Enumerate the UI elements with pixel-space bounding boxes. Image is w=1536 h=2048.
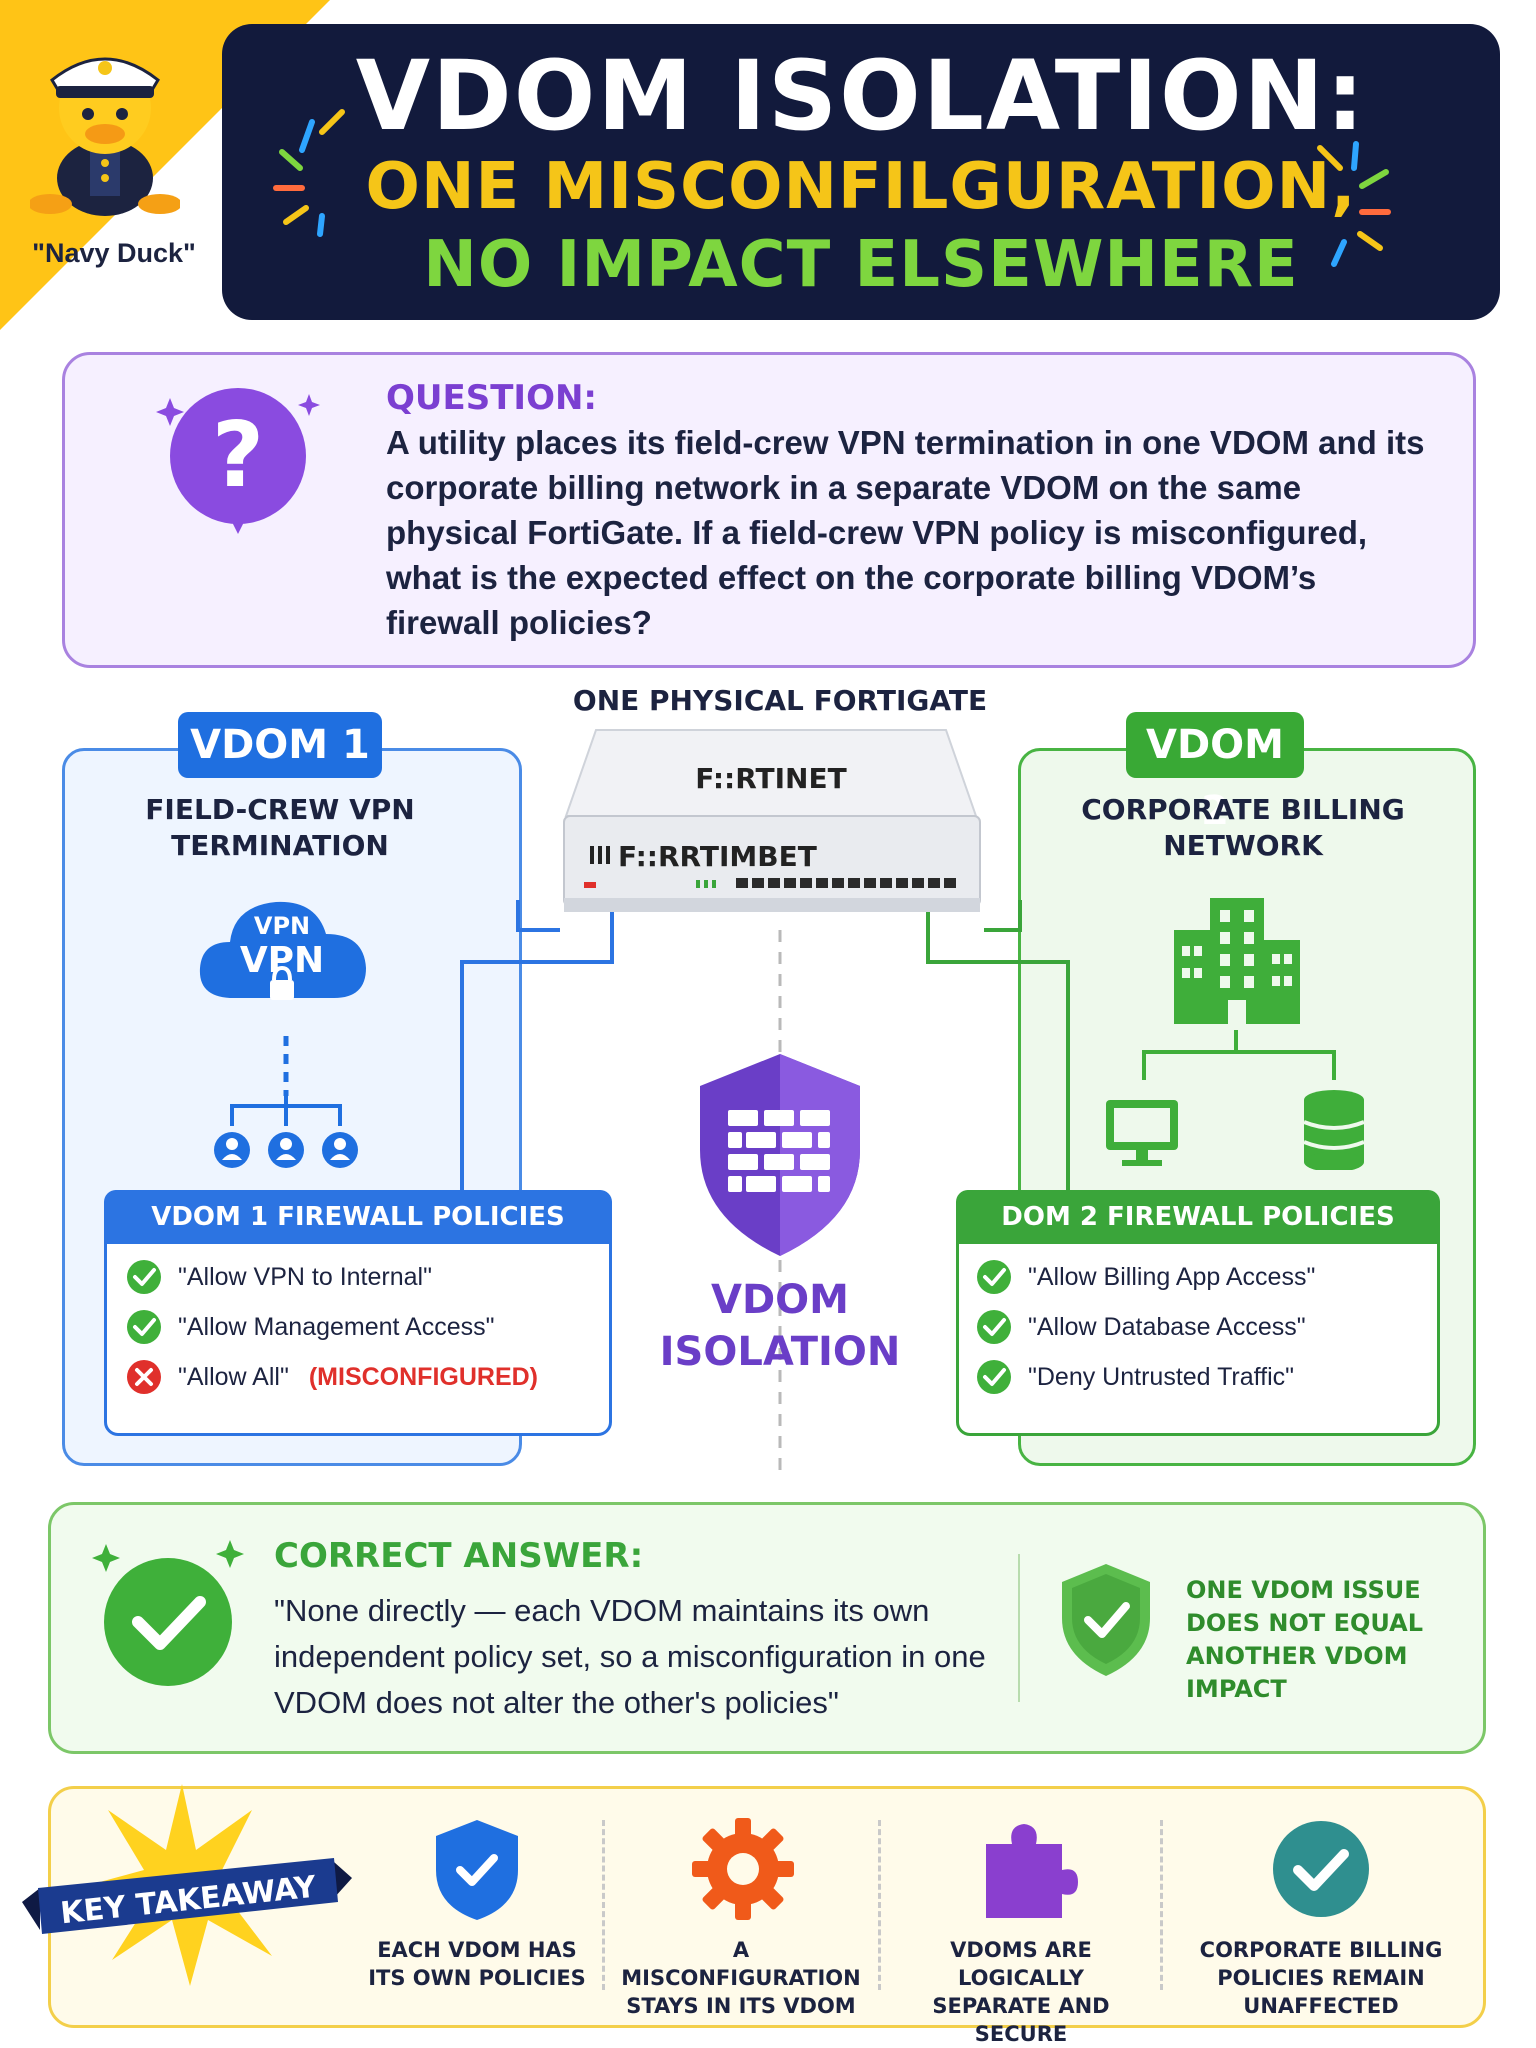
takeaway-item-3-line-2: SEPARATE AND SECURE bbox=[932, 1994, 1110, 2046]
gear-icon bbox=[692, 1818, 794, 1920]
vdom-isolation-label: VDOM ISOLATION bbox=[648, 1274, 912, 1378]
answer-side-line-1: ONE VDOM ISSUE bbox=[1186, 1576, 1421, 1604]
takeaway-item-4-line-2: POLICIES REMAIN UNAFFECTED bbox=[1217, 1966, 1425, 2018]
policy-row: "Deny Untrusted Traffic" bbox=[976, 1352, 1426, 1402]
policy-text: "Deny Untrusted Traffic" bbox=[1028, 1362, 1295, 1391]
takeaway-item-1-line-1: EACH VDOM HAS bbox=[377, 1938, 577, 1962]
vpn-cloud-large-text: VPN bbox=[240, 940, 324, 981]
check-icon bbox=[977, 1360, 1011, 1394]
policy-row: "Allow VPN to Internal" bbox=[126, 1252, 596, 1302]
title-line-1: VDOM ISOLATION: bbox=[355, 40, 1367, 152]
question-text: A utility places its field-crew VPN term… bbox=[386, 424, 1425, 641]
vdom2-subtitle-line-1: CORPORATE BILLING bbox=[1081, 793, 1405, 826]
takeaway-item-1-line-2: ITS OWN POLICIES bbox=[368, 1966, 586, 1990]
error-x-icon bbox=[127, 1360, 161, 1394]
vdom2-badge: VDOM 2 bbox=[1126, 712, 1304, 834]
policy-text: "Allow All" bbox=[178, 1362, 289, 1391]
takeaway-item-4-line-1: CORPORATE BILLING bbox=[1199, 1938, 1443, 1962]
correct-check-icon bbox=[92, 1540, 244, 1686]
vdom1-policies-title: VDOM 1 FIREWALL POLICIES bbox=[104, 1190, 612, 1244]
physical-fortigate-label: ONE PHYSICAL FORTIGATE bbox=[572, 684, 988, 717]
question-mark-icon: ? bbox=[156, 388, 320, 534]
right-burst-decoration bbox=[1317, 141, 1391, 267]
vdom1-subtitle-line-2: TERMINATION bbox=[171, 829, 389, 862]
answer-side-line-3: ANOTHER VDOM IMPACT bbox=[1186, 1642, 1408, 1703]
question-card bbox=[62, 352, 1476, 668]
takeaway-item-2-line-2: STAYS IN ITS VDOM bbox=[626, 1994, 856, 2018]
correct-answer-label: CORRECT ANSWER: bbox=[274, 1536, 644, 1576]
answer-divider bbox=[1018, 1554, 1020, 1702]
key-takeaway-ribbon: KEY TAKEAWAY bbox=[22, 1858, 352, 1934]
billing-systems-icon bbox=[1106, 1030, 1365, 1170]
question-label: QUESTION: bbox=[386, 378, 598, 418]
svg-text:?: ? bbox=[212, 403, 264, 508]
takeaway-item-2-line-1: A MISCONFIGURATION bbox=[621, 1938, 861, 1990]
building-icon bbox=[1174, 898, 1300, 1024]
takeaway-item-3: VDOMS ARE LOGICALLY SEPARATE AND SECURE bbox=[896, 1936, 1146, 2048]
check-icon bbox=[977, 1260, 1011, 1294]
takeaway-separator bbox=[602, 1820, 605, 1990]
shield-check-icon bbox=[1062, 1564, 1150, 1676]
answer-side-line-2: DOES NOT EQUAL bbox=[1186, 1609, 1423, 1637]
device-brand-front: F::RRTIMBET bbox=[618, 840, 817, 873]
vdom1-subtitle: FIELD-CREW VPN TERMINATION bbox=[100, 792, 460, 864]
vdom1-subtitle-line-1: FIELD-CREW VPN bbox=[145, 793, 415, 826]
title-line-2: ONE MISCONFILGURATION, bbox=[365, 150, 1357, 224]
policy-text: "Allow VPN to Internal" bbox=[178, 1262, 432, 1291]
vpn-cloud-icon: VPN VPN bbox=[199, 901, 366, 1000]
takeaway-item-4: CORPORATE BILLING POLICIES REMAIN UNAFFE… bbox=[1170, 1936, 1472, 2020]
shield-icon bbox=[436, 1820, 518, 1920]
users-icon bbox=[214, 1036, 358, 1168]
vdom-isolation-label-line-2: ISOLATION bbox=[659, 1329, 901, 1375]
vdom1-policy-list: "Allow VPN to Internal" "Allow Managemen… bbox=[126, 1252, 596, 1402]
answer-side-note: ONE VDOM ISSUE DOES NOT EQUAL ANOTHER VD… bbox=[1186, 1574, 1476, 1706]
takeaway-item-3-line-1: VDOMS ARE LOGICALLY bbox=[950, 1938, 1092, 1990]
policy-text: "Allow Management Access" bbox=[178, 1312, 495, 1341]
policy-row: "Allow Database Access" bbox=[976, 1302, 1426, 1352]
misconfigured-tag: (MISCONFIGURED) bbox=[308, 1362, 538, 1391]
title-line-3: NO IMPACT ELSEWHERE bbox=[423, 228, 1299, 302]
mascot-caption: "Navy Duck" bbox=[32, 238, 196, 268]
vdom1-badge: VDOM 1 bbox=[178, 712, 382, 778]
check-icon bbox=[977, 1310, 1011, 1344]
fortigate-appliance-icon: F::RTINET F::RRTIMBET bbox=[563, 729, 981, 912]
policy-text: "Allow Database Access" bbox=[1028, 1312, 1306, 1341]
vpn-cloud-small-text: VPN bbox=[254, 912, 310, 940]
vdom2-policies-title: DOM 2 FIREWALL POLICIES bbox=[956, 1190, 1440, 1244]
vdom2-subtitle-line-2: NETWORK bbox=[1163, 829, 1323, 862]
policy-row: "Allow Management Access" bbox=[126, 1302, 596, 1352]
takeaway-item-2: A MISCONFIGURATION STAYS IN ITS VDOM bbox=[616, 1936, 866, 2020]
check-circle-icon bbox=[1273, 1821, 1369, 1917]
puzzle-icon bbox=[986, 1824, 1078, 1918]
correct-answer-text: "None directly — each VDOM maintains its… bbox=[274, 1593, 986, 1720]
vdom2-policy-list: "Allow Billing App Access" "Allow Databa… bbox=[976, 1252, 1426, 1402]
check-icon bbox=[127, 1310, 161, 1344]
left-burst-decoration bbox=[273, 109, 345, 237]
correct-answer-card bbox=[48, 1502, 1486, 1754]
vdom-isolation-label-line-1: VDOM bbox=[711, 1277, 849, 1323]
policy-row: "Allow All" (MISCONFIGURED) bbox=[126, 1352, 596, 1402]
firewall-shield-icon bbox=[700, 1054, 860, 1256]
device-brand-top: F::RTINET bbox=[695, 762, 846, 795]
key-takeaway-card bbox=[48, 1786, 1486, 2028]
title-banner bbox=[222, 24, 1500, 320]
takeaway-separator bbox=[1160, 1820, 1163, 1990]
vdom2-subtitle: CORPORATE BILLING NETWORK bbox=[1060, 792, 1426, 864]
check-icon bbox=[127, 1260, 161, 1294]
navy-duck-mascot-icon bbox=[30, 57, 180, 216]
takeaway-separator bbox=[878, 1820, 881, 1990]
policy-text: "Allow Billing App Access" bbox=[1028, 1262, 1316, 1291]
policy-row: "Allow Billing App Access" bbox=[976, 1252, 1426, 1302]
takeaway-item-1: EACH VDOM HAS ITS OWN POLICIES bbox=[352, 1936, 602, 1992]
